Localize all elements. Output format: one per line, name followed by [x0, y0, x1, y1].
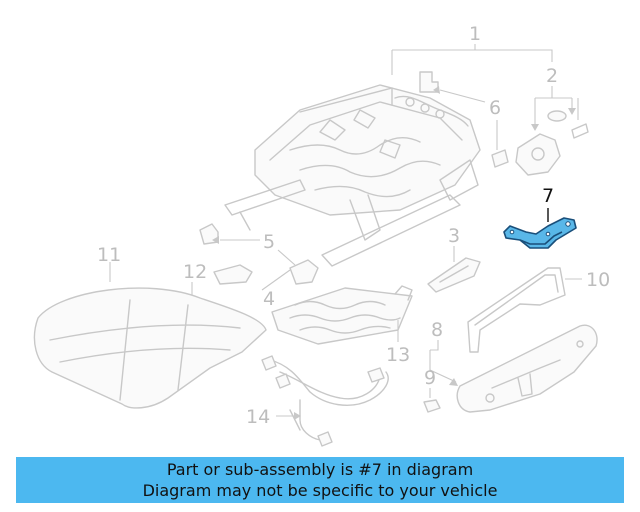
banner-line-1: Part or sub-assembly is #7 in diagram — [166, 460, 474, 479]
part-3-trim — [427, 246, 481, 293]
banner-line-2: Diagram may not be specific to your vehi… — [142, 481, 498, 500]
callout-7: 7 — [542, 185, 554, 207]
callout-4: 4 — [263, 288, 275, 310]
part-14-harness — [261, 355, 389, 447]
part-4-clip — [261, 249, 319, 291]
part-10-wire-frame — [467, 267, 582, 353]
callout-8: 8 — [431, 319, 443, 341]
callout-11: 11 — [97, 244, 121, 266]
part-2-recliner-cover — [515, 86, 589, 176]
part-8-side-shield — [429, 324, 598, 413]
leader-1 — [391, 44, 553, 75]
part-6-bracket — [419, 71, 509, 168]
callout-3: 3 — [448, 225, 460, 247]
callout-13: 13 — [386, 344, 410, 366]
callout-14: 14 — [246, 406, 270, 428]
part-7-highlighted-bracket — [503, 208, 577, 249]
part-5-clip — [199, 223, 260, 245]
callout-5: 5 — [263, 231, 275, 253]
callout-9: 9 — [424, 367, 436, 389]
callout-10: 10 — [586, 269, 610, 291]
info-banner: Part or sub-assembly is #7 in diagram Di… — [16, 457, 624, 503]
callout-6: 6 — [489, 97, 501, 119]
part-1-seat-frame — [224, 84, 481, 267]
part-11-seat-cushion — [33, 262, 267, 409]
callout-2: 2 — [546, 65, 558, 87]
callout-12: 12 — [183, 261, 207, 283]
part-13-seat-mat — [271, 285, 413, 345]
callout-1: 1 — [469, 23, 481, 45]
part-9-clip — [423, 388, 441, 413]
